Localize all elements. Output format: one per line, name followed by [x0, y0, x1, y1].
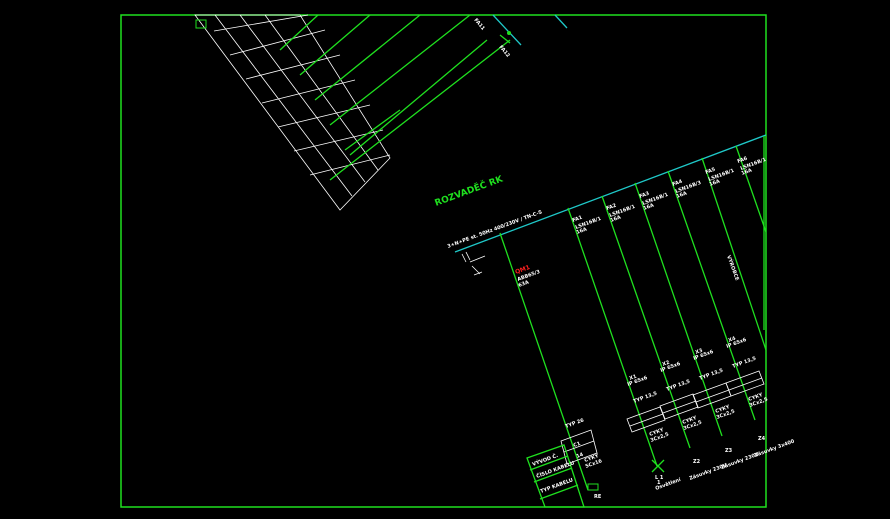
cable-box — [560, 429, 598, 465]
outlet-cable: CYKY — [715, 404, 731, 415]
feed-cable-type: CYKY — [584, 453, 600, 464]
outlet-pipe: TYP 13,5 — [666, 378, 692, 392]
breaker-id: FA3 — [639, 191, 651, 200]
breaker-id: FA2 — [606, 203, 618, 212]
outlet-x1[interactable]: X1 IP 65x6 TYP 13,5 CYKY 3Cx2,5 L 1 1 Os… — [626, 374, 682, 492]
terminal-icon — [195, 19, 207, 29]
main-breaker-rating: 63A — [518, 279, 530, 288]
outlet-load: 1 — [657, 480, 661, 486]
outlet-id: X2 — [662, 360, 671, 368]
distribution-board-rk: ROZVADĚČ RK 3+N+PE st. 50Hz 400/230V / T… — [433, 134, 796, 508]
terminal-icon — [587, 483, 599, 491]
rotated-circuit-table — [194, 14, 511, 211]
legend-value: C1 — [573, 441, 582, 449]
legend-row: VÝVOD Č. — [531, 452, 559, 468]
breaker-rating: 16A — [643, 202, 655, 211]
outlet-label: L 1 — [655, 475, 664, 481]
outlet-pipe: TYP 13,5 — [699, 367, 725, 381]
outlet-id: X3 — [695, 348, 704, 356]
outlet-x3[interactable]: X3 IP 65x6 TYP 13,5 CYKY 3Cx2,5 Z3 Zásuv… — [692, 348, 760, 471]
outlet-id: X4 — [728, 336, 737, 344]
outlet-label: Z2 — [693, 459, 701, 465]
lamp-icon — [651, 459, 665, 473]
breaker-id: FA6 — [737, 156, 749, 165]
breaker-fa12-label[interactable]: FA12 — [497, 44, 511, 59]
outlet-cable: CYKY — [649, 427, 665, 438]
outlet-pipe: TYP 13,5 — [732, 355, 758, 369]
breaker-id: FA1 — [572, 215, 584, 224]
ground-symbol-icon — [461, 251, 486, 276]
busbar — [454, 134, 767, 253]
outlet-cable: CYKY — [682, 415, 698, 426]
outlet-id: X1 — [629, 374, 638, 382]
feed-pipe: TYP 26 — [565, 417, 586, 430]
legend-value: 14 — [576, 452, 585, 460]
top-breakers: FA11 FA12 — [472, 14, 568, 59]
drawing-frame — [120, 14, 767, 508]
outlet-cable: CYKY — [748, 392, 764, 403]
legend-table: VÝVOD Č. ČÍSLO KABELU TYP KABELU C1 14 — [526, 441, 585, 508]
breaker-id: FA5 — [705, 167, 717, 176]
outlet-pipe: TYP 13,5 — [633, 390, 659, 404]
main-breaker-id[interactable]: QM1 — [514, 264, 531, 276]
cable-box — [725, 370, 765, 397]
breaker-rating: 16A — [676, 190, 688, 199]
breaker-rating: 16A — [709, 178, 721, 187]
outlet-label: Z4 — [758, 436, 766, 442]
board-title: ROZVADĚČ RK — [433, 172, 505, 208]
breaker-fa11-label[interactable]: FA11 — [472, 17, 486, 32]
breaker-rating: 16A — [741, 167, 753, 176]
breaker-rating: 16A — [610, 214, 622, 223]
outlet-x4[interactable]: X4 IP 65x6 TYP 13,5 CYKY 3Cx2,5 Z4 Zásuv… — [725, 336, 796, 459]
breaker-rating: 16A — [576, 226, 588, 235]
outlet-label: Z3 — [725, 448, 733, 454]
breaker-id: FA4 — [672, 179, 684, 188]
cable-box — [626, 406, 666, 433]
supply-label: 3+N+PE st. 50Hz 400/230V / TN-C-S — [447, 209, 544, 250]
feed-size: 5Cx16 — [585, 458, 604, 470]
feed-label: RE — [594, 494, 602, 500]
